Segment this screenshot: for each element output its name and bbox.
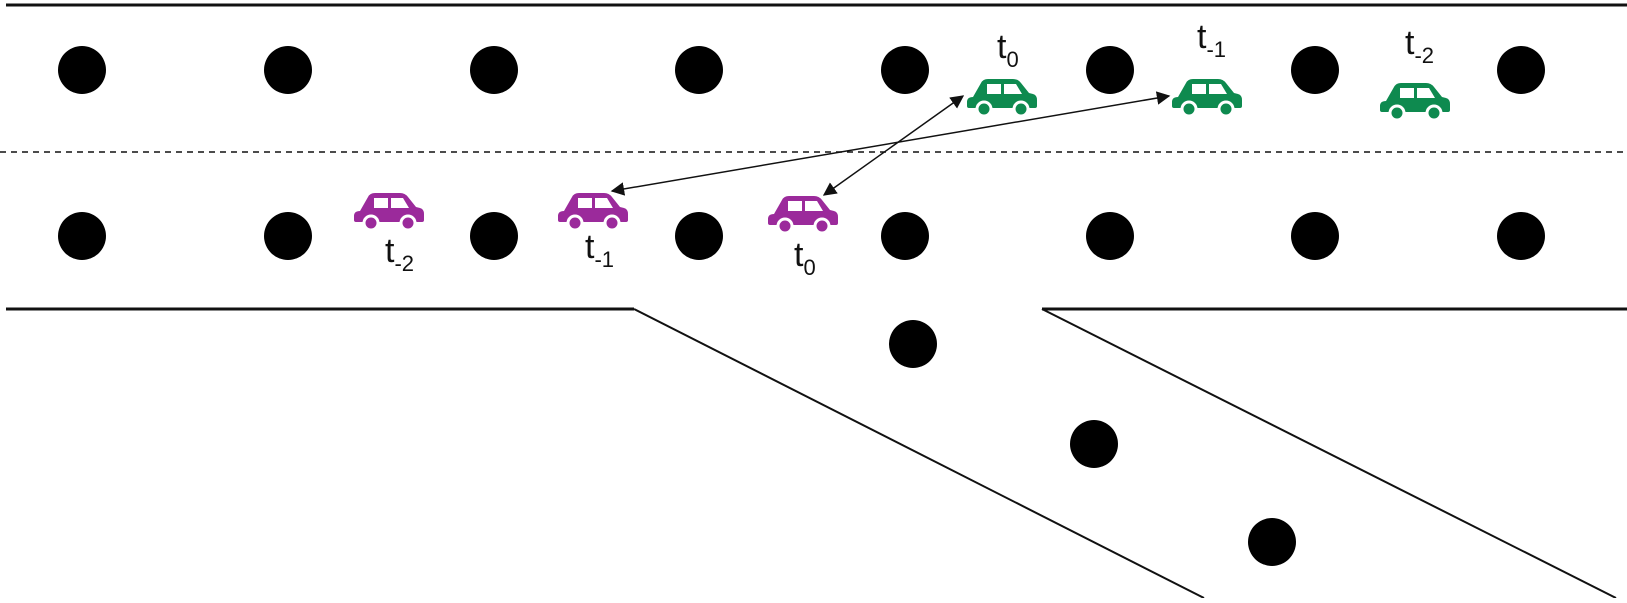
label-lower-t2: t-2 (385, 232, 414, 276)
label-upper-t0: t0 (997, 28, 1019, 72)
lower-lane-dot (1086, 212, 1134, 260)
arrow-t0-link (822, 95, 965, 196)
lower-lane-dot (264, 212, 312, 260)
upper-lane-dot (470, 46, 518, 94)
car-icon-lower-t2 (352, 191, 426, 232)
ramp-dot (1070, 420, 1118, 468)
car-icon-lower-t1 (556, 191, 630, 232)
upper-lane-dot (1086, 46, 1134, 94)
upper-lane-dot (1291, 46, 1339, 94)
label-upper-t2: t-2 (1405, 24, 1434, 68)
lower-lane-dot (470, 212, 518, 260)
upper-lane-dot (264, 46, 312, 94)
arrow-t1-link (610, 91, 1171, 196)
upper-lane-dot (1497, 46, 1545, 94)
label-upper-t1: t-1 (1197, 18, 1226, 62)
lower-lane-dot (58, 212, 106, 260)
car-icon-upper-t2 (1378, 81, 1452, 122)
label-lower-t1: t-1 (585, 228, 614, 272)
upper-lane-dot (881, 46, 929, 94)
lower-lane-dot (881, 212, 929, 260)
lower-lane-dot (675, 212, 723, 260)
car-icon-upper-t1 (1170, 77, 1244, 118)
ramp-edge-right (1041, 308, 1617, 599)
ramp-dot (889, 320, 937, 368)
car-icon-upper-t0 (965, 77, 1039, 118)
ramp-dot (1248, 518, 1296, 566)
upper-lane-dot (58, 46, 106, 94)
ramp-edge-left (633, 308, 1205, 599)
car-icon-lower-t0 (766, 194, 840, 235)
label-lower-t0: t0 (794, 236, 816, 280)
lower-lane-dot (1497, 212, 1545, 260)
lower-lane-dot (1291, 212, 1339, 260)
upper-lane-dot (675, 46, 723, 94)
